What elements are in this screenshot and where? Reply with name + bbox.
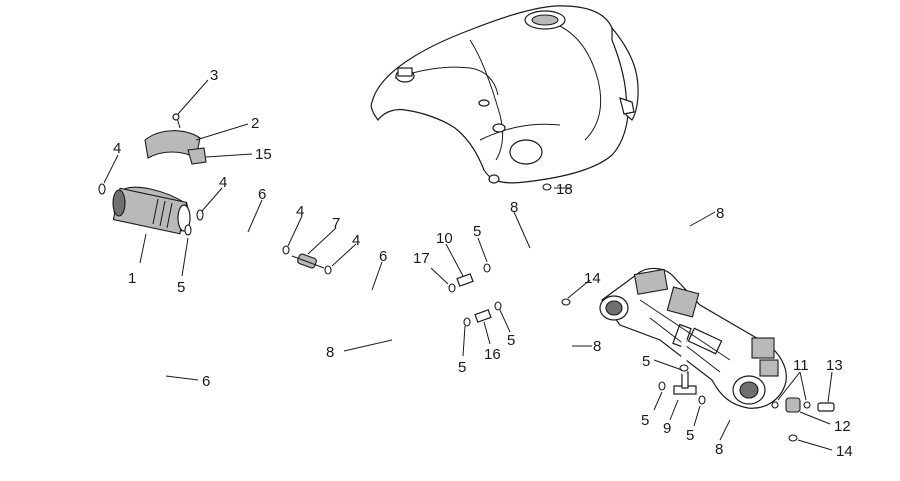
- callout-labels: 3 2 15 4 4 6 1 5 4 7 4 6 8 6 17 10 5 8 1…: [113, 67, 853, 460]
- bolt: [817, 402, 835, 412]
- clamp: [463, 317, 471, 327]
- callout-6: 6: [379, 248, 387, 265]
- callout-5: 5: [642, 353, 650, 370]
- callout-5: 5: [641, 412, 649, 429]
- callout-16: 16: [484, 346, 501, 363]
- callout-2: 2: [251, 115, 259, 132]
- callout-5: 5: [458, 359, 466, 376]
- callout-11: 11: [793, 357, 809, 374]
- callout-8: 8: [716, 205, 724, 222]
- callout-5: 5: [177, 279, 185, 296]
- union-fitting: [785, 397, 801, 413]
- callout-5: 5: [473, 223, 481, 240]
- callout-7: 7: [332, 215, 340, 232]
- clamp: [448, 283, 456, 293]
- callout-18: 18: [556, 181, 573, 198]
- callout-8: 8: [510, 199, 518, 216]
- callout-14: 14: [836, 443, 853, 460]
- canister: [112, 186, 191, 235]
- callout-6: 6: [258, 186, 266, 203]
- clamp: [98, 183, 106, 195]
- washer: [803, 401, 811, 409]
- clamp: [698, 395, 706, 405]
- leader-lines: [103, 79, 833, 451]
- clamp: [788, 434, 798, 442]
- callout-9: 9: [663, 420, 671, 437]
- fitting-16: [474, 309, 492, 323]
- check-valve: [291, 253, 325, 269]
- clamp: [483, 263, 491, 273]
- callout-1: 1: [128, 270, 136, 287]
- callout-5: 5: [507, 332, 515, 349]
- callout-14: 14: [584, 270, 601, 287]
- callout-8: 8: [326, 344, 334, 361]
- callout-6: 6: [202, 373, 210, 390]
- callout-8: 8: [715, 441, 723, 458]
- clamp: [282, 245, 290, 255]
- callout-12: 12: [834, 418, 851, 435]
- fuel-tank: [370, 5, 639, 184]
- callout-17: 17: [413, 250, 430, 267]
- clamp: [184, 224, 192, 236]
- callout-10: 10: [436, 230, 453, 247]
- hoses: [61, 180, 797, 469]
- clamp: [561, 298, 571, 306]
- fittings: [98, 183, 835, 442]
- throttle-body: [599, 267, 787, 409]
- washer: [771, 401, 779, 409]
- callout-4: 4: [352, 232, 360, 249]
- clip-nut: [187, 147, 207, 165]
- callout-8: 8: [593, 338, 601, 355]
- clamp: [324, 265, 332, 275]
- screw: [172, 113, 181, 129]
- clamp: [658, 381, 666, 391]
- callout-5: 5: [686, 427, 694, 444]
- callout-4: 4: [113, 140, 121, 157]
- fitting-10: [456, 273, 474, 287]
- callout-13: 13: [826, 357, 843, 374]
- clamp: [494, 301, 502, 311]
- tank-clip: [542, 183, 552, 191]
- callout-15: 15: [255, 146, 272, 163]
- callout-4: 4: [296, 203, 304, 220]
- callout-3: 3: [210, 67, 218, 84]
- callout-4: 4: [219, 174, 227, 191]
- clamp: [196, 209, 204, 221]
